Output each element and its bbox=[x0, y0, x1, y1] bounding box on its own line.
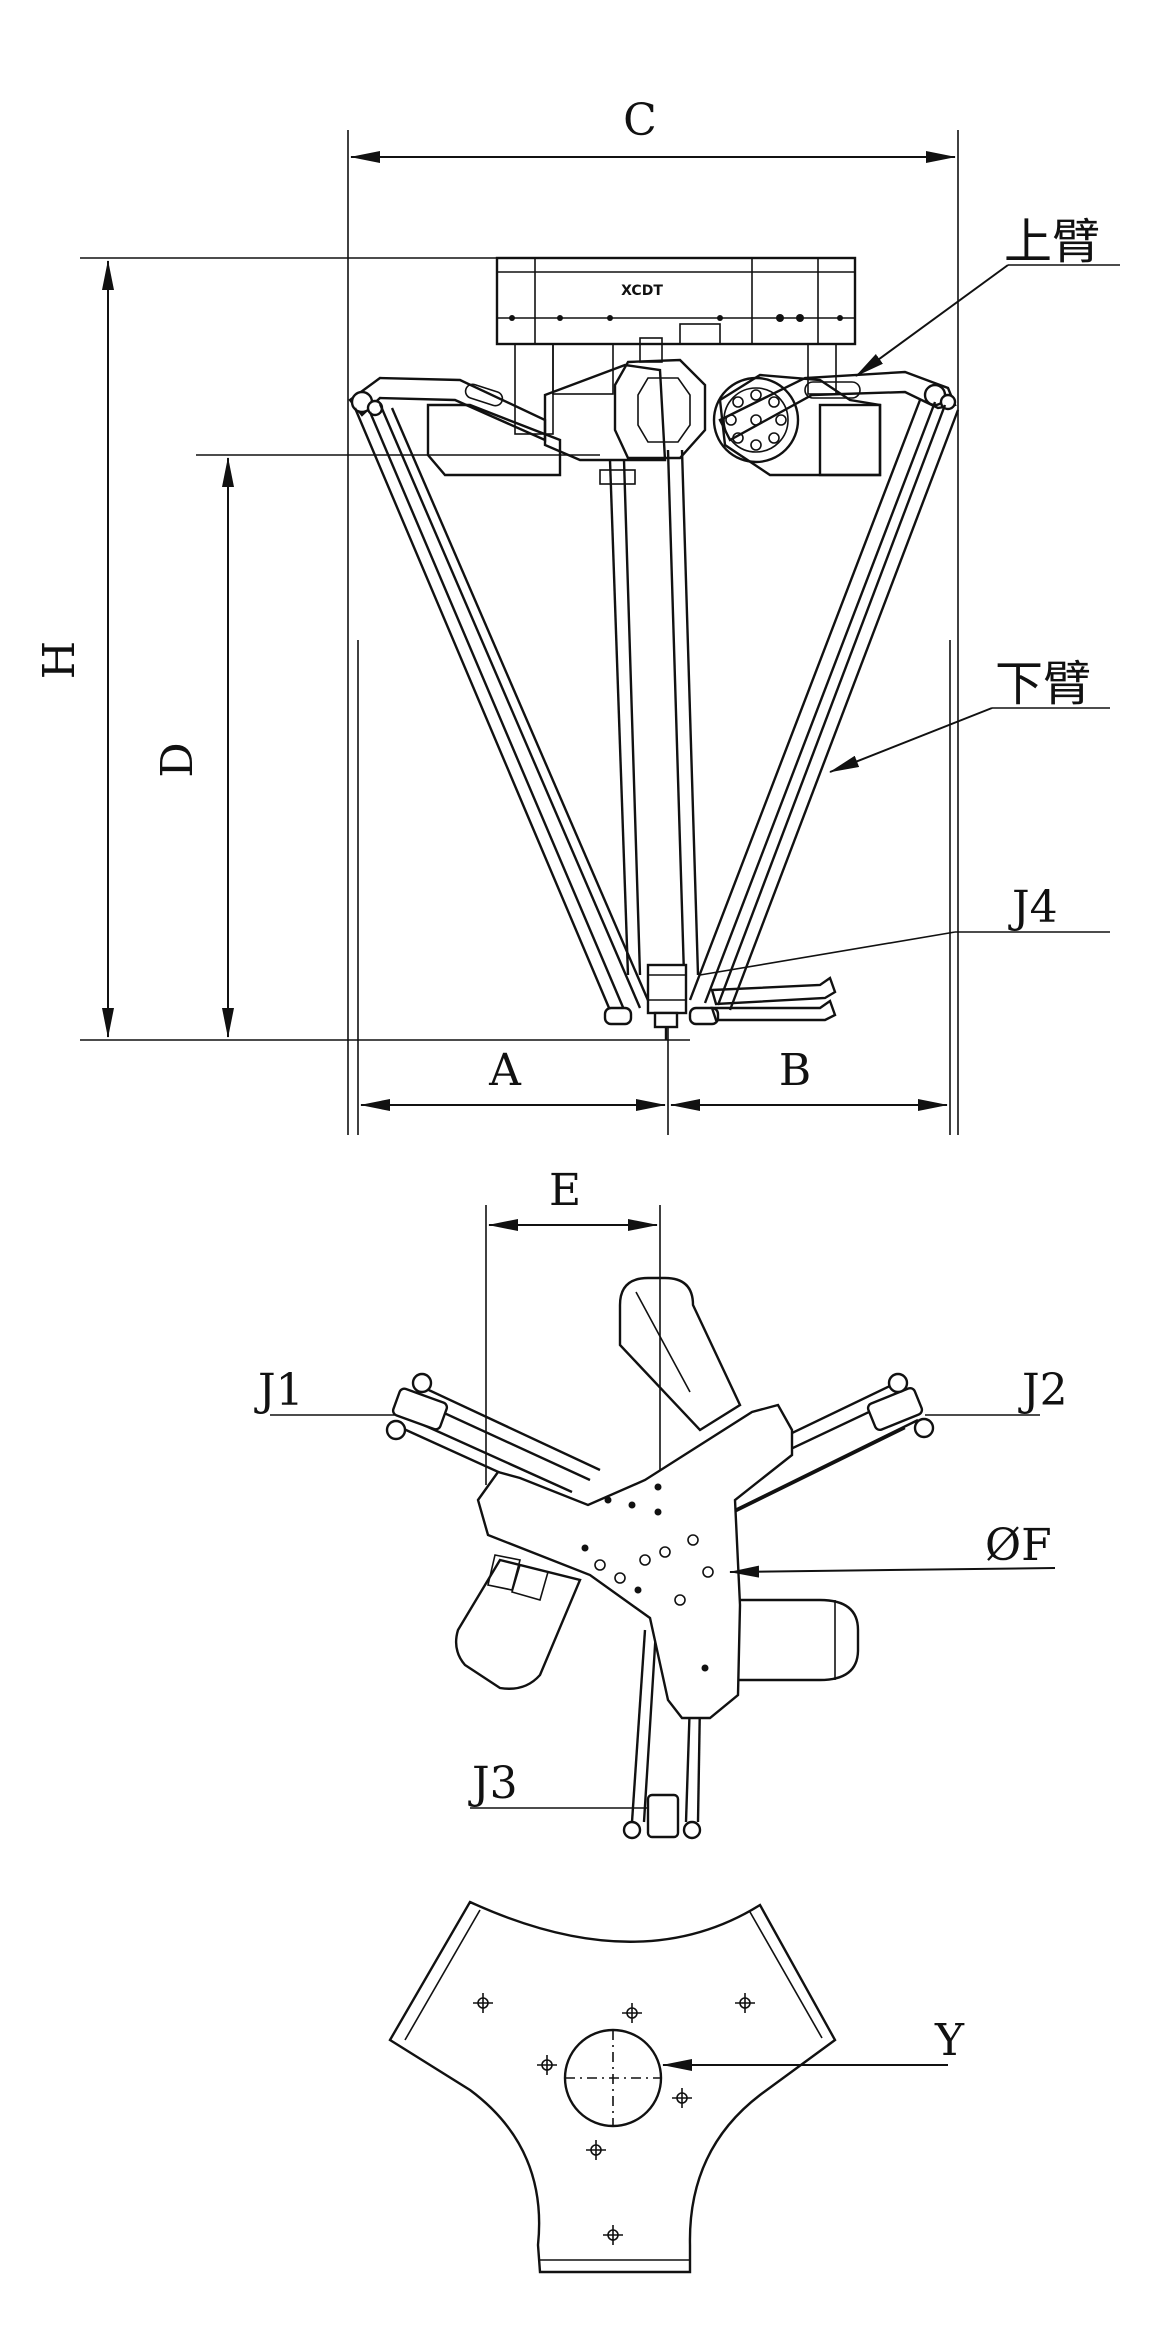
callout-upper-arm: 上臂 bbox=[855, 214, 1120, 377]
j2-label: J2 bbox=[1018, 1365, 1068, 1416]
f-diameter-label: ØF bbox=[985, 1520, 1052, 1571]
upper-arm-left bbox=[348, 376, 547, 442]
front-view: C H D A B bbox=[34, 95, 1120, 1135]
j3-label: J3 bbox=[468, 1758, 518, 1809]
dimension-h-label: H bbox=[34, 641, 85, 679]
dimension-d-label: D bbox=[152, 742, 203, 777]
callout-f: ØF bbox=[729, 1520, 1056, 1578]
flange-mounting-holes bbox=[473, 1993, 755, 2245]
motor-center bbox=[543, 337, 707, 462]
dimension-c-label: C bbox=[623, 95, 657, 146]
brand-logo-text: XCDT bbox=[621, 283, 663, 299]
gear-disc bbox=[712, 376, 800, 464]
top-motor-upper bbox=[618, 1276, 742, 1432]
callout-j4: J4 bbox=[699, 882, 1110, 976]
lower-arm-label: 下臂 bbox=[995, 656, 1091, 712]
dimension-b-label: B bbox=[779, 1045, 811, 1096]
callout-y: Y bbox=[662, 2015, 965, 2071]
dimension-c: C bbox=[347, 95, 959, 1135]
dimension-d: D bbox=[152, 454, 600, 1038]
y-bore-label: Y bbox=[934, 2015, 965, 2066]
callout-j2: J2 bbox=[925, 1365, 1068, 1416]
flange-bore bbox=[563, 2028, 663, 2128]
top-view: E bbox=[254, 1165, 1068, 1840]
dimension-a-label: A bbox=[488, 1045, 522, 1096]
callout-j3: J3 bbox=[468, 1758, 648, 1809]
motor-right bbox=[718, 373, 882, 477]
mounting-plate bbox=[476, 1403, 794, 1720]
dimension-h: H bbox=[34, 257, 690, 1041]
base-housing: XCDT bbox=[495, 256, 857, 435]
flange-view: Y bbox=[388, 1900, 965, 2274]
lower-arm-right bbox=[688, 399, 960, 1026]
dimension-e-label: E bbox=[549, 1165, 581, 1216]
lower-arm-center bbox=[599, 449, 700, 976]
moving-platform bbox=[646, 963, 837, 1040]
lower-arm-left bbox=[353, 403, 652, 1026]
callout-lower-arm: 下臂 bbox=[829, 656, 1110, 773]
upper-arm-label: 上臂 bbox=[1004, 214, 1100, 270]
motor-left-rear bbox=[426, 403, 562, 477]
callout-j1: J1 bbox=[254, 1365, 395, 1416]
dimension-a-b: A B bbox=[357, 640, 951, 1135]
top-motor-right bbox=[733, 1598, 860, 1682]
j4-label: J4 bbox=[1008, 882, 1058, 933]
top-motor-lower-left bbox=[454, 1554, 582, 1690]
j1-label: J1 bbox=[254, 1365, 304, 1416]
arm-j3 bbox=[622, 1629, 702, 1840]
